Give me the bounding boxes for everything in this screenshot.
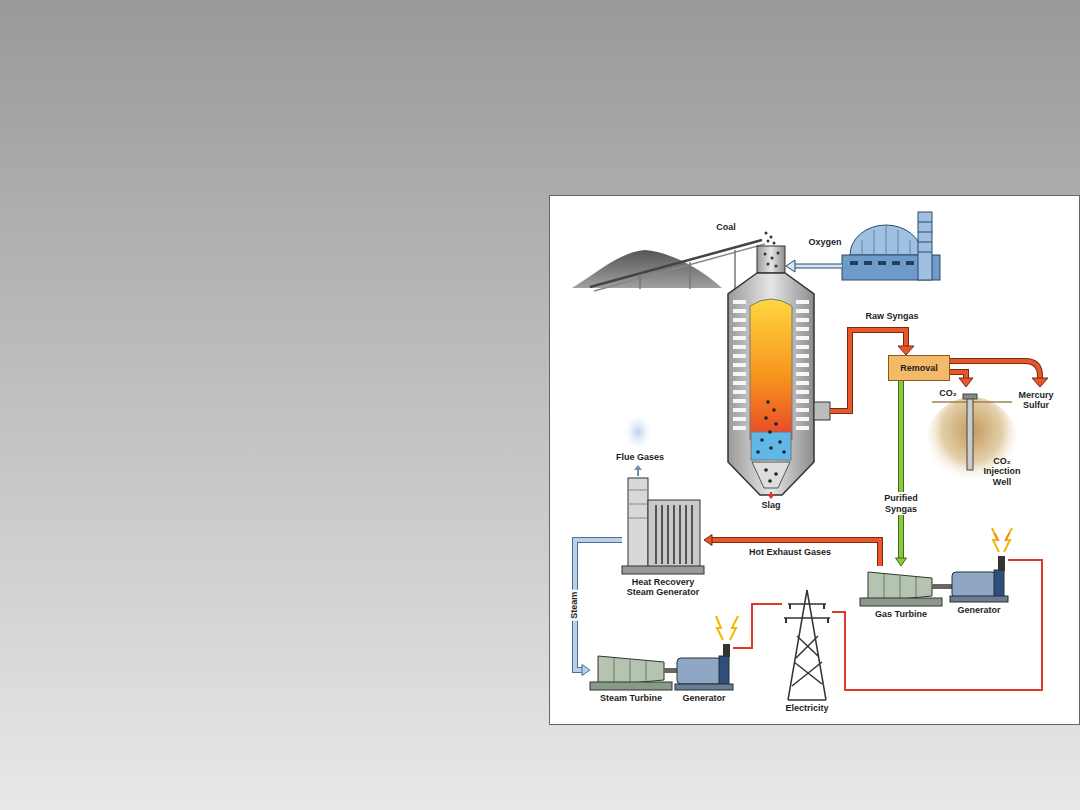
box-label: Removal <box>900 363 938 373</box>
annotation-label: CO₂ Injection Well <box>978 456 1026 487</box>
equipment-label: Heat Recovery Steam Generator <box>621 577 705 598</box>
tower-unit: Electricity <box>782 590 832 700</box>
pipe-outline <box>575 540 622 670</box>
transmission-tower <box>784 590 830 700</box>
pipe-line <box>832 560 1042 690</box>
arrow-head <box>704 535 712 546</box>
connector <box>733 604 782 648</box>
pipe-line <box>899 381 903 559</box>
removal-outputs <box>950 361 1048 387</box>
annotation-label: Flue Gases <box>616 452 664 462</box>
connector <box>575 540 622 676</box>
gasifier <box>728 246 830 499</box>
pipe-outline <box>711 540 880 566</box>
annotation-label: Oxygen <box>808 237 841 247</box>
turbine-unit: Steam Turbine <box>590 650 672 690</box>
generator-unit: Generator <box>675 644 733 690</box>
turbine-unit: Gas Turbine <box>860 566 942 606</box>
diagram-panel <box>550 196 1080 725</box>
annotation-label: Mercury Sulfur <box>1014 390 1058 411</box>
annotation-label: Slag <box>761 500 780 510</box>
air-separation-unit <box>786 212 940 280</box>
arrow-head <box>582 665 590 676</box>
pipe-line <box>575 540 622 670</box>
equipment-label: Electricity <box>785 703 828 713</box>
flow-label: Purified Syngas <box>877 492 925 515</box>
equipment-label: Steam Turbine <box>600 693 662 703</box>
connector <box>896 381 907 566</box>
flow-label: Hot Exhaust Gases <box>747 546 833 558</box>
annotation-label: Raw Syngas <box>865 311 918 321</box>
equipment-label: Generator <box>682 693 725 703</box>
annotation-label: CO₂ <box>939 388 957 398</box>
generator-unit: Generator <box>950 556 1008 602</box>
annotation-label: Coal <box>716 222 736 232</box>
pipe-line <box>711 540 880 566</box>
steam-turbine-and-generator <box>590 616 738 690</box>
pipe-outline <box>898 381 904 559</box>
arrow-head <box>896 558 907 566</box>
connector <box>832 560 1042 690</box>
heat-recovery-steam-generator <box>622 412 704 574</box>
equipment-label: Gas Turbine <box>875 609 927 619</box>
equipment-label: Generator <box>957 605 1000 615</box>
flow-label: Steam <box>569 589 581 620</box>
hrsg-unit: Heat Recovery Steam Generator <box>622 478 704 574</box>
connector <box>704 535 880 567</box>
pipe-line <box>733 604 782 648</box>
process-box: Removal <box>888 355 950 381</box>
